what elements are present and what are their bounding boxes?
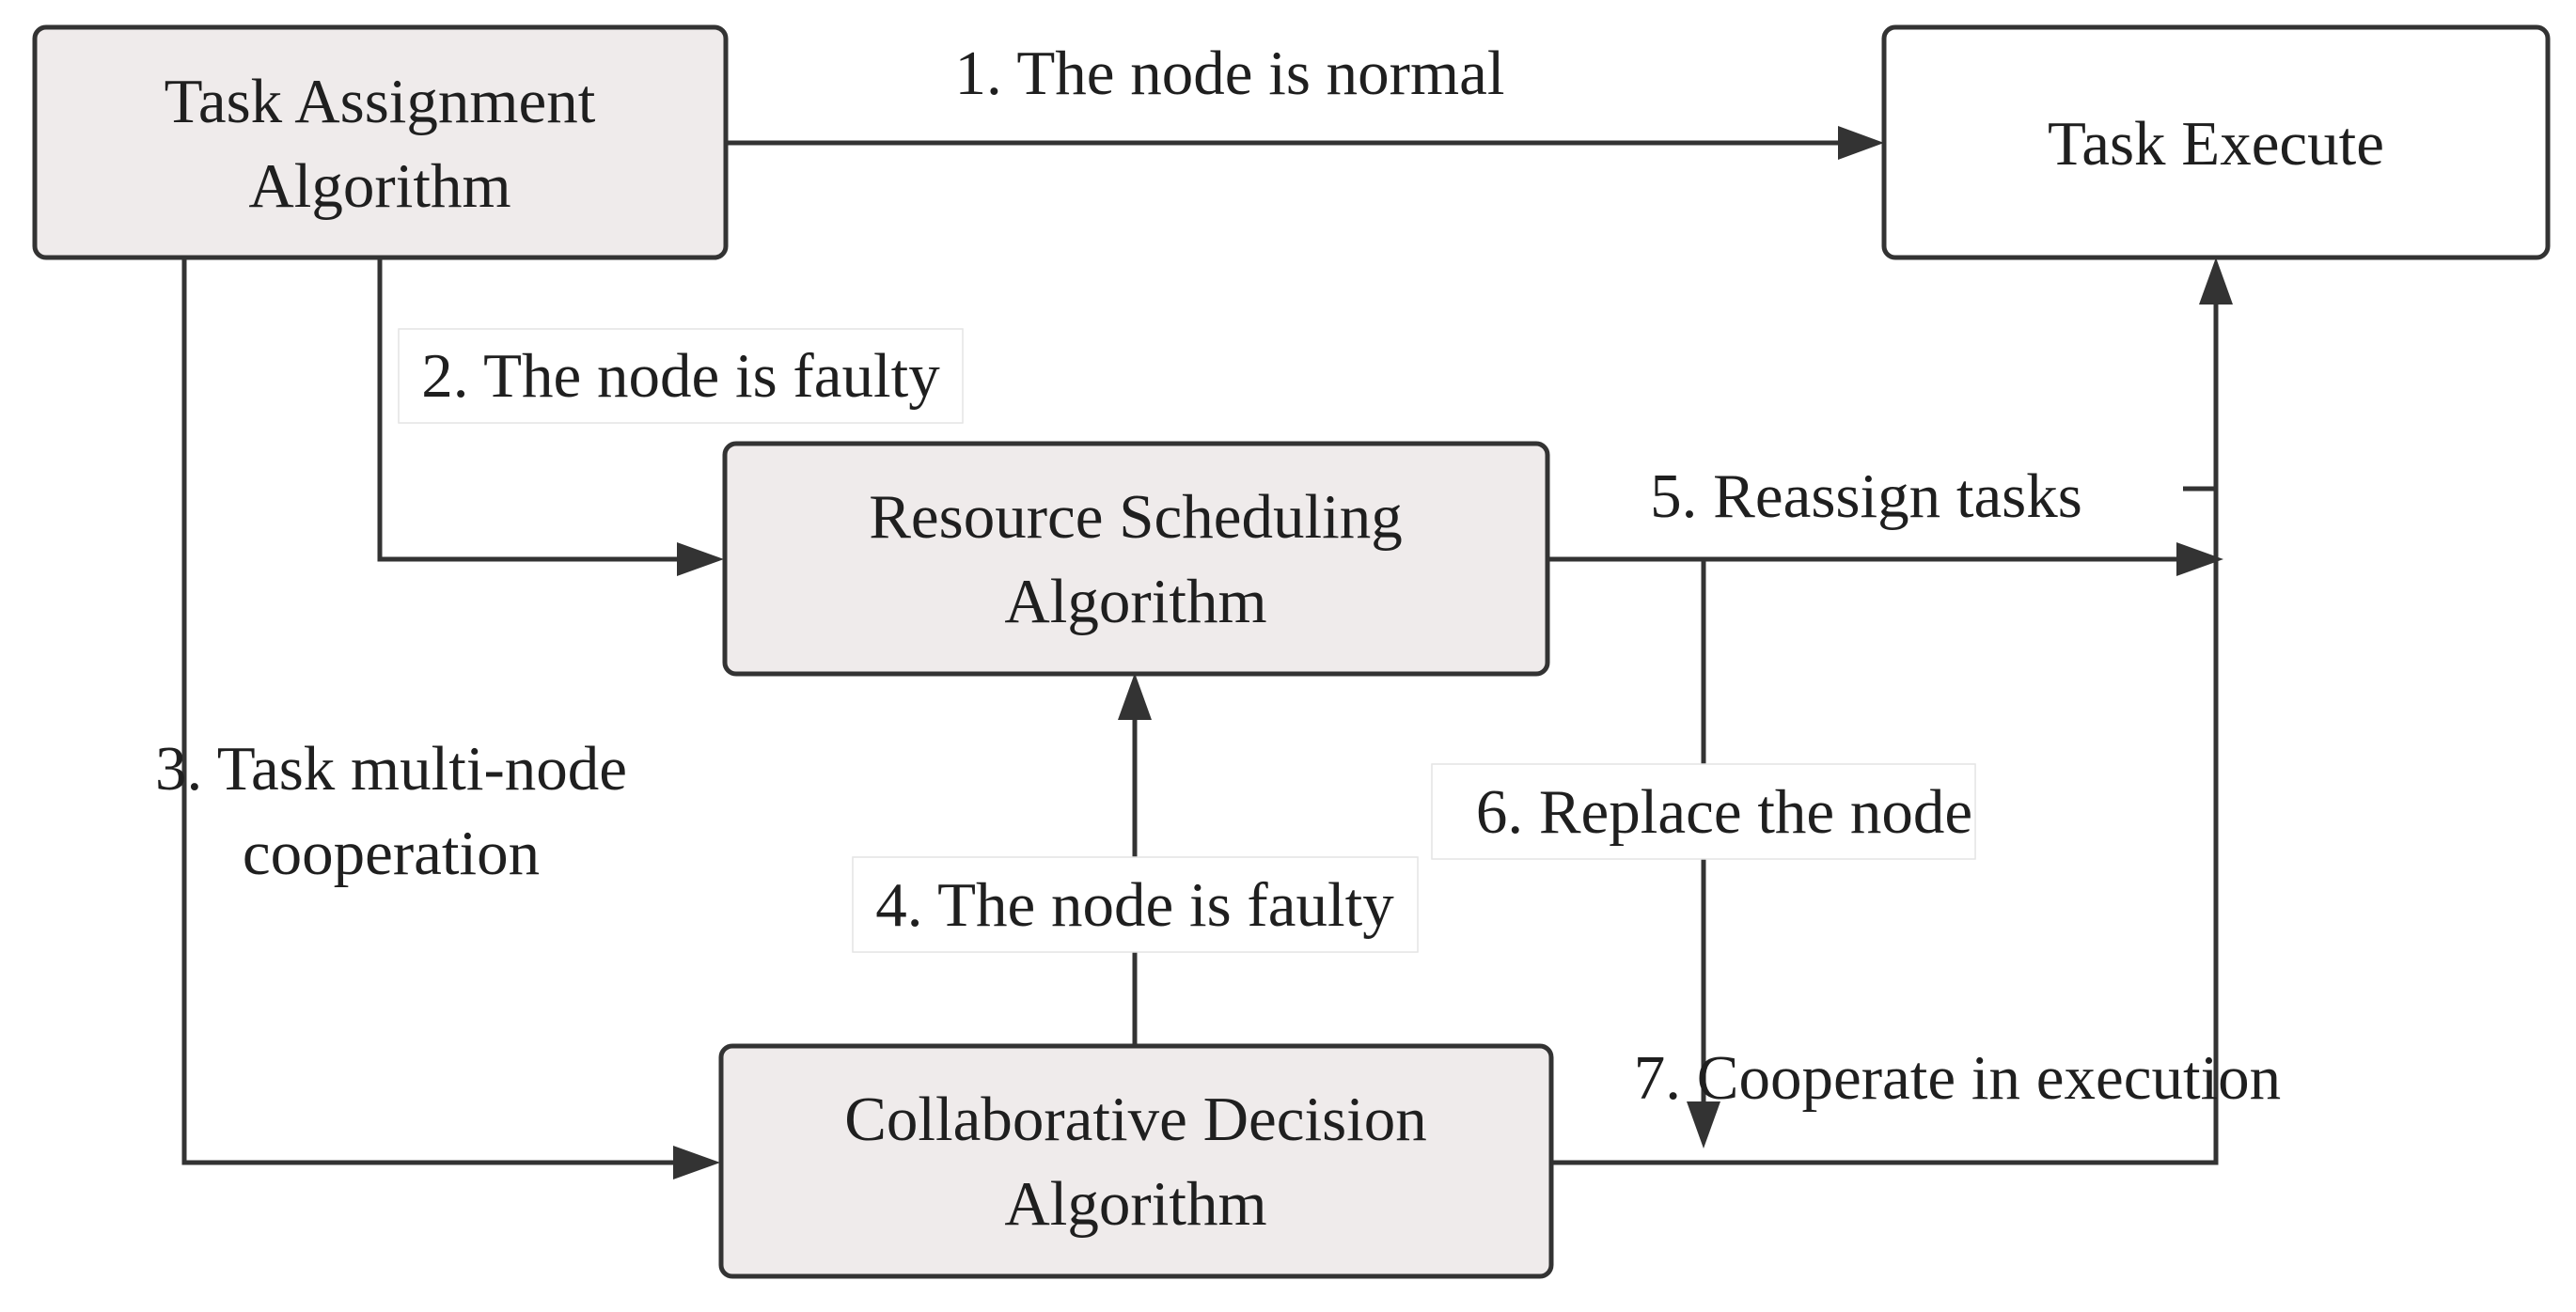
node-task-execute[interactable]: Task Execute	[1881, 24, 2551, 260]
lbl-e7-line-0: 7. Cooperate in execution	[1634, 1043, 2281, 1113]
lbl-e2-line-0: 2. The node is faulty	[421, 341, 940, 411]
edge-multinode-to-collaborative	[181, 259, 720, 1179]
edge-label-7-text: 7. Cooperate in execution	[1634, 1043, 2281, 1113]
txt-collaborative-decision-line-0: Collaborative Decision	[844, 1085, 1427, 1154]
edge-label-3-text: 3. Task multi-node cooperation	[155, 734, 627, 888]
txt-resource-scheduling-line-1: Algorithm	[1004, 567, 1266, 636]
lbl-e3-line-0: 3. Task multi-node	[155, 734, 627, 804]
edge-label-6: 6. Replace the node	[1431, 763, 1976, 860]
edge-label-6-text: 6. Replace the node	[1476, 777, 1972, 847]
edge-label-7: 7. Cooperate in execution	[1634, 1043, 2281, 1113]
edge-reassign-tasks	[1547, 486, 2223, 576]
edge-label-4-text: 4. The node is faulty	[875, 870, 1394, 940]
edge-label-4: 4. The node is faulty	[852, 856, 1419, 953]
txt-resource-scheduling-line-0: Resource Scheduling	[869, 482, 1403, 552]
txt-collaborative-decision-line-1: Algorithm	[1004, 1169, 1266, 1239]
edge-label-3: 3. Task multi-node cooperation	[155, 734, 627, 888]
edge-faulty-to-scheduling	[377, 259, 724, 576]
lbl-e6-line-0: 6. Replace the node	[1476, 777, 1972, 847]
edge-label-1-text: 1. The node is normal	[955, 39, 1505, 108]
edge-cooperate-execution	[1551, 258, 2233, 1165]
node-task-execute-label: Task Execute	[2048, 109, 2384, 179]
edge-label-1: 1. The node is normal	[955, 39, 1505, 108]
txt-task-assignment-line-1: Algorithm	[248, 151, 510, 221]
txt-task-execute-line-0: Task Execute	[2048, 109, 2384, 179]
edge-normal-to-execute	[726, 126, 1884, 160]
edge-label-5-text: 5. Reassign tasks	[1650, 461, 2082, 531]
lbl-e1-line-0: 1. The node is normal	[955, 39, 1505, 108]
lbl-e4-line-0: 4. The node is faulty	[875, 870, 1394, 940]
edge-label-2-text: 2. The node is faulty	[421, 341, 940, 411]
lbl-e5-line-0: 5. Reassign tasks	[1650, 461, 2082, 531]
txt-task-assignment-line-0: Task Assignment	[165, 67, 596, 136]
lbl-e3-line-1: cooperation	[243, 819, 540, 888]
edge-label-2: 2. The node is faulty	[398, 328, 964, 424]
edge-label-5: 5. Reassign tasks	[1650, 461, 2082, 531]
